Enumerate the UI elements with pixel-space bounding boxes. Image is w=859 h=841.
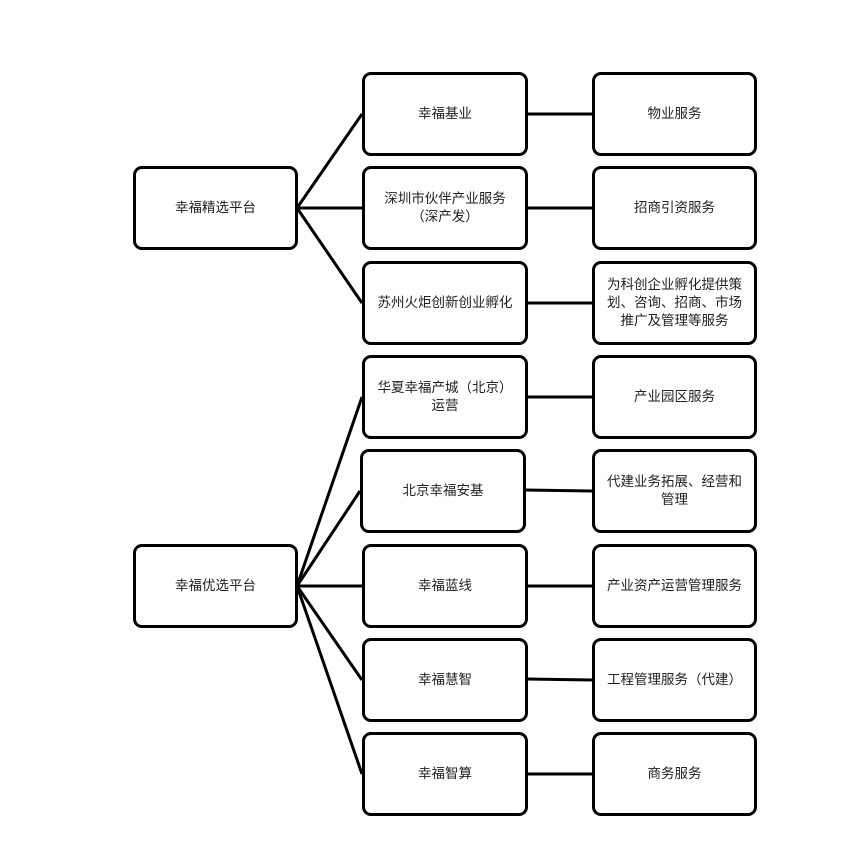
company-node[interactable]: 幸福基业 <box>362 72 528 156</box>
service-node[interactable]: 代建业务拓展、经营和 管理 <box>592 449 757 533</box>
root-to-company-connector <box>295 585 364 681</box>
company-node[interactable]: 幸福慧智 <box>362 638 528 722</box>
node-label: 幸福智算 <box>418 766 472 782</box>
service-node[interactable]: 招商引资服务 <box>592 166 757 250</box>
service-node[interactable]: 产业园区服务 <box>592 355 757 439</box>
company-node[interactable]: 深圳市伙伴产业服务 （深产发） <box>362 166 528 250</box>
company-node[interactable]: 幸福蓝线 <box>362 544 528 628</box>
node-label: 深圳市伙伴产业服务 （深产发） <box>384 191 506 225</box>
node-label: 幸福蓝线 <box>418 578 472 594</box>
root-to-company-connector <box>295 207 364 304</box>
node-label: 物业服务 <box>647 106 702 122</box>
node-label: 招商引资服务 <box>634 200 715 216</box>
node-label: 北京幸福安基 <box>402 483 484 499</box>
root-to-company-connector <box>295 585 364 775</box>
node-label: 产业资产运营管理服务 <box>607 578 742 594</box>
root-node-jingxuan[interactable]: 幸福精选平台 <box>133 166 298 250</box>
node-label: 商务服务 <box>647 766 702 782</box>
node-label: 代建业务拓展、经营和 管理 <box>607 474 742 508</box>
service-node[interactable]: 产业资产运营管理服务 <box>592 544 757 628</box>
service-node[interactable]: 工程管理服务（代建） <box>592 638 757 722</box>
company-to-service-connector <box>526 677 593 682</box>
node-label: 华夏幸福产城（北京） 运营 <box>377 380 513 414</box>
node-label: 为科创企业孵化提供策 划、咨询、招商、市场 推广及管理等服务 <box>607 277 742 329</box>
root-to-company-connector <box>295 396 364 587</box>
node-label: 苏州火炬创新创业孵化 <box>377 295 513 311</box>
node-label: 幸福优选平台 <box>175 578 256 594</box>
root-to-company-connector <box>295 490 362 587</box>
node-label: 幸福基业 <box>418 106 472 122</box>
company-node[interactable]: 幸福智算 <box>362 732 528 816</box>
root-to-company-connector <box>295 113 364 209</box>
node-label: 工程管理服务（代建） <box>607 672 742 688</box>
company-to-service-connector <box>524 488 593 493</box>
company-node[interactable]: 华夏幸福产城（北京） 运营 <box>362 355 528 439</box>
node-label: 幸福慧智 <box>418 672 472 688</box>
service-node[interactable]: 为科创企业孵化提供策 划、咨询、招商、市场 推广及管理等服务 <box>592 261 757 345</box>
node-label: 幸福精选平台 <box>175 200 256 216</box>
service-node[interactable]: 物业服务 <box>592 72 757 156</box>
company-node[interactable]: 苏州火炬创新创业孵化 <box>362 261 528 345</box>
service-node[interactable]: 商务服务 <box>592 732 757 816</box>
company-node[interactable]: 北京幸福安基 <box>360 449 526 533</box>
node-label: 产业园区服务 <box>634 389 715 405</box>
root-node-youxuan[interactable]: 幸福优选平台 <box>133 544 298 628</box>
